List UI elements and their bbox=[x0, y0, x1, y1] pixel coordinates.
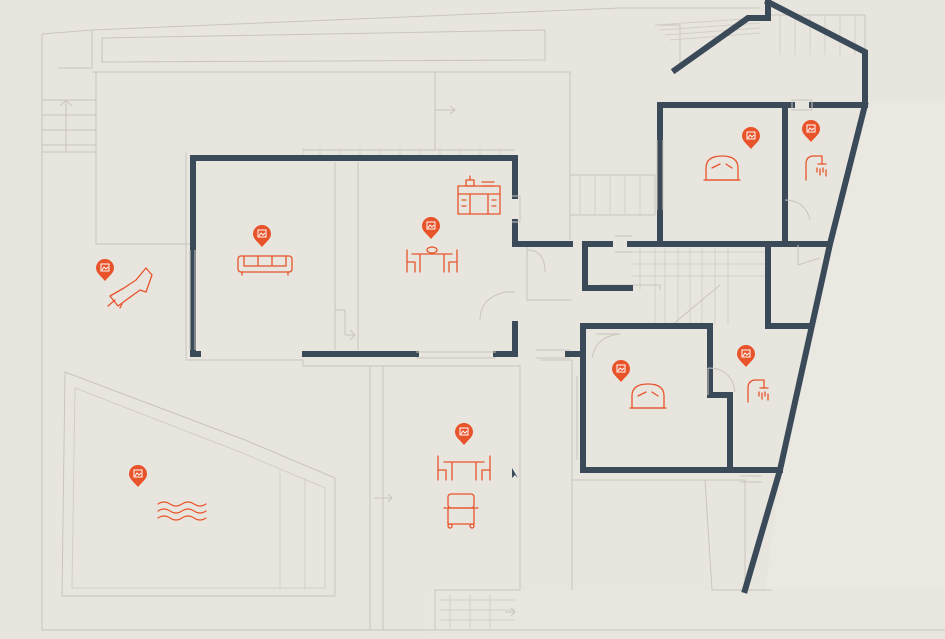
photo-pin-icon[interactable] bbox=[742, 127, 760, 149]
photo-pin-icon[interactable] bbox=[802, 120, 820, 142]
walls bbox=[190, 0, 869, 594]
shower-icon bbox=[747, 379, 769, 403]
photo-pin-icon[interactable] bbox=[129, 465, 147, 487]
photo-pin-icon[interactable] bbox=[612, 360, 630, 382]
dining-table-icon bbox=[406, 246, 458, 273]
photo-pin-icon[interactable] bbox=[253, 225, 271, 247]
hotspot-pins bbox=[96, 120, 820, 487]
dining-table-icon bbox=[437, 455, 491, 481]
double-bed-icon bbox=[703, 155, 741, 181]
double-bed-icon bbox=[629, 383, 667, 409]
photo-pin-icon[interactable] bbox=[422, 217, 440, 239]
arrow-cursor-icon bbox=[512, 468, 518, 478]
room-partitions bbox=[334, 162, 359, 350]
shower-icon bbox=[805, 155, 827, 181]
barbecue-icon bbox=[443, 493, 479, 529]
sofa-icon bbox=[237, 255, 293, 276]
pool-icon bbox=[157, 501, 207, 521]
lounger-icon bbox=[107, 267, 153, 309]
doors bbox=[189, 99, 821, 483]
photo-pin-icon[interactable] bbox=[96, 259, 114, 281]
pool bbox=[61, 371, 336, 597]
kitchen-icon bbox=[457, 175, 501, 215]
photo-pin-icon[interactable] bbox=[737, 345, 755, 367]
photo-pin-icon[interactable] bbox=[455, 423, 473, 445]
site-lines bbox=[41, 7, 945, 631]
